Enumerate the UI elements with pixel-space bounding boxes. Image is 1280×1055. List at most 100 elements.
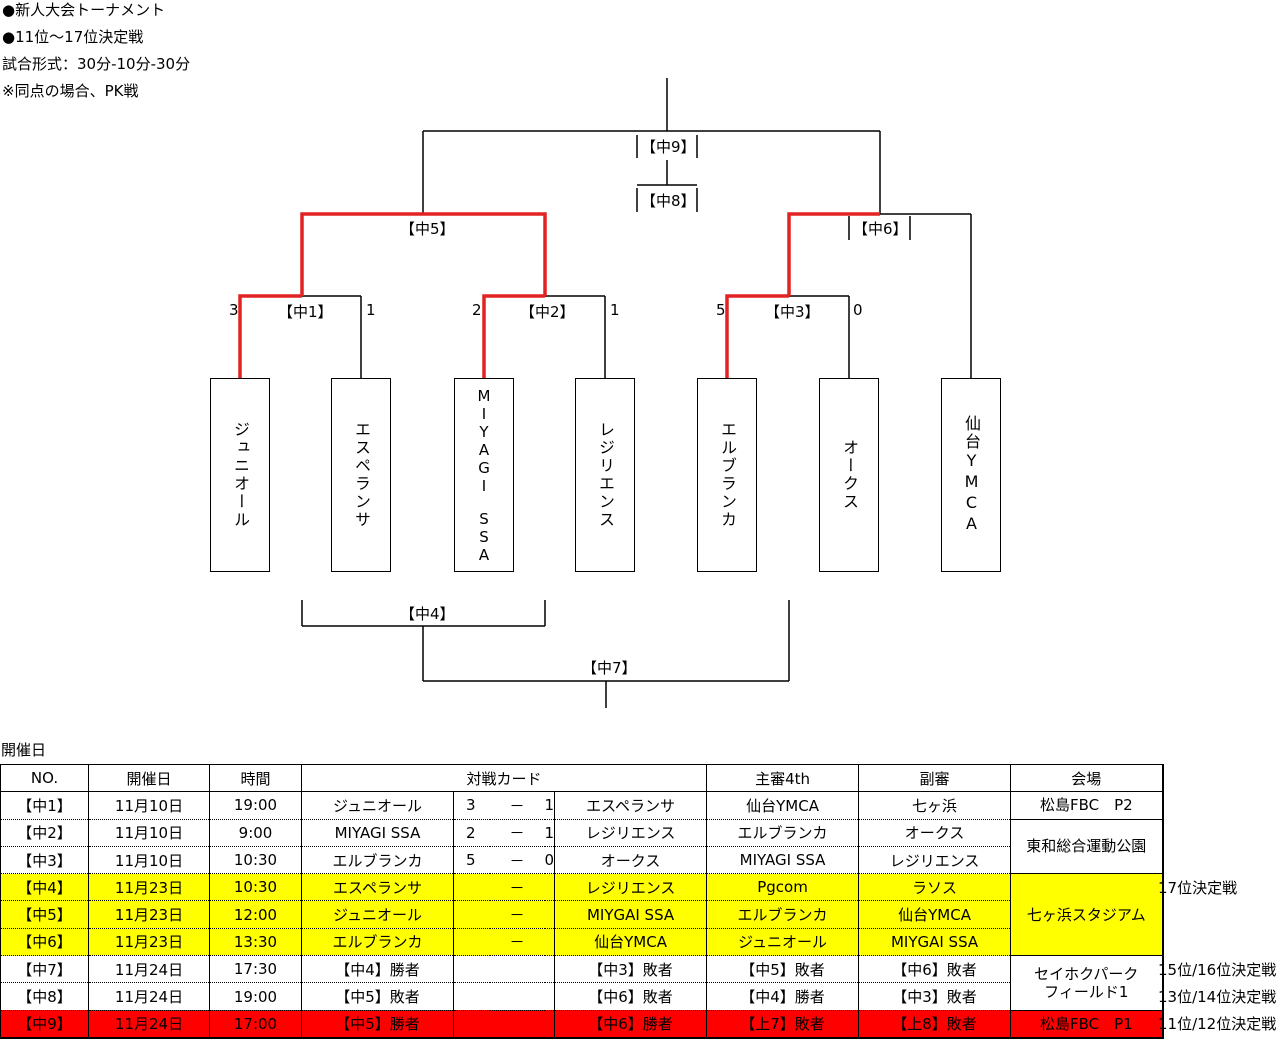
row-dash: － — [489, 819, 545, 847]
match-label-4: 【中4】 — [400, 605, 455, 623]
team-box-1: ジュニオール — [210, 378, 270, 572]
team-box-4: レジリエンス — [575, 378, 635, 572]
team-name: エルブランカ — [718, 421, 737, 529]
row-score-away — [544, 982, 556, 1011]
team-name: ジュニオール — [231, 421, 250, 529]
row-home: 【中5】敗者 — [301, 982, 454, 1011]
row-score-away — [544, 873, 556, 902]
score-m3-left: 5 — [716, 301, 726, 319]
col-referee: 主審4th — [706, 763, 860, 793]
row-score-home — [453, 1010, 490, 1039]
match-label-1: 【中1】 — [278, 303, 333, 321]
bracket-lines — [238, 78, 972, 708]
row-away: レジリエンス — [554, 819, 708, 847]
row-no: 【中7】 — [0, 955, 89, 984]
row-dash: － — [489, 928, 545, 957]
row-assistant: MIYGAI SSA — [858, 928, 1012, 957]
row-time: 13:30 — [209, 928, 302, 957]
row-date: 11月24日 — [88, 1010, 210, 1039]
row-home: エスペランサ — [301, 873, 454, 902]
row-away: 【中3】敗者 — [554, 955, 708, 984]
row-score-away: 1 — [544, 819, 556, 847]
row-date: 11月10日 — [88, 846, 210, 875]
row-referee: 【上7】敗者 — [706, 1010, 860, 1039]
row-assistant: 仙台YMCA — [858, 900, 1012, 929]
row-home: 【中5】勝者 — [301, 1010, 454, 1039]
row-dash: － — [489, 791, 545, 820]
header-line-2: ●11位～17位決定戦 — [2, 28, 144, 46]
row-referee: 【中4】勝者 — [706, 982, 860, 1011]
match-label-5: 【中5】 — [400, 220, 455, 238]
row-venue: 松島FBC P2 — [1010, 791, 1164, 820]
row-dash: － — [489, 873, 545, 902]
match-label-3: 【中3】 — [765, 303, 820, 321]
team-box-2: エスペランサ — [331, 378, 391, 572]
row-assistant: 【中6】敗者 — [858, 955, 1012, 984]
match-label-2: 【中2】 — [520, 303, 575, 321]
col-no: NO. — [0, 763, 89, 793]
score-m1-right: 1 — [366, 301, 376, 319]
team-name: オークス — [840, 439, 859, 511]
row-score-away: 0 — [544, 846, 556, 875]
row-dash: － — [489, 846, 545, 875]
team-box-6: オークス — [819, 378, 879, 572]
note-m4: 17位決定戦 — [1158, 879, 1238, 897]
match-label-7: 【中7】 — [582, 659, 637, 677]
row-referee: 【中5】敗者 — [706, 955, 860, 984]
team-name: 仙台YMCA — [962, 415, 981, 535]
header-line-3: 試合形式：30分-10分-30分 — [2, 55, 191, 73]
row-away: 【中6】敗者 — [554, 982, 708, 1011]
row-home: エルブランカ — [301, 846, 454, 875]
row-away: オークス — [554, 846, 708, 875]
row-score-home — [453, 982, 490, 1011]
col-card: 対戦カード — [300, 763, 708, 793]
row-time: 10:30 — [209, 873, 302, 902]
match-label-8: 【中8】 — [641, 192, 696, 210]
row-assistant: 【中3】敗者 — [858, 982, 1012, 1011]
match-label-9: 【中9】 — [641, 138, 696, 156]
row-score-home: 2 — [453, 819, 490, 847]
col-date: 開催日 — [88, 763, 210, 793]
row-assistant: 【上8】敗者 — [858, 1010, 1012, 1039]
row-score-away — [544, 955, 556, 984]
row-time: 9:00 — [209, 819, 302, 847]
row-home: ジュニオール — [301, 900, 454, 929]
match-label-6: 【中6】 — [853, 220, 908, 238]
row-score-home — [453, 928, 490, 957]
row-referee: MIYAGI SSA — [706, 846, 860, 875]
schedule-title: 開催日 — [1, 741, 47, 759]
row-dash — [489, 1010, 545, 1039]
row-referee: エルブランカ — [706, 819, 860, 847]
team-box-5: エルブランカ — [697, 378, 757, 572]
header-line-1: ●新人大会トーナメント — [2, 1, 166, 19]
row-score-away — [544, 928, 556, 957]
row-score-home — [453, 955, 490, 984]
row-away: レジリエンス — [554, 873, 708, 902]
row-assistant: ラソス — [858, 873, 1012, 902]
row-referee: 仙台YMCA — [706, 791, 860, 820]
row-score-away — [544, 1010, 556, 1039]
row-referee: Pgcom — [706, 873, 860, 902]
row-dash — [489, 982, 545, 1011]
row-date: 11月23日 — [88, 873, 210, 902]
header-line-4: ※同点の場合、PK戦 — [2, 82, 139, 100]
row-score-home: 3 — [453, 791, 490, 820]
row-no: 【中2】 — [0, 819, 89, 847]
table-header-row: NO. 開催日 時間 対戦カード 主審4th 副審 会場 — [0, 763, 1164, 793]
row-assistant: 七ヶ浜 — [858, 791, 1012, 820]
row-date: 11月24日 — [88, 955, 210, 984]
col-time: 時間 — [209, 763, 302, 793]
row-time: 10:30 — [209, 846, 302, 875]
row-assistant: レジリエンス — [858, 846, 1012, 875]
note-m8: 13位/14位決定戦 — [1158, 988, 1277, 1006]
